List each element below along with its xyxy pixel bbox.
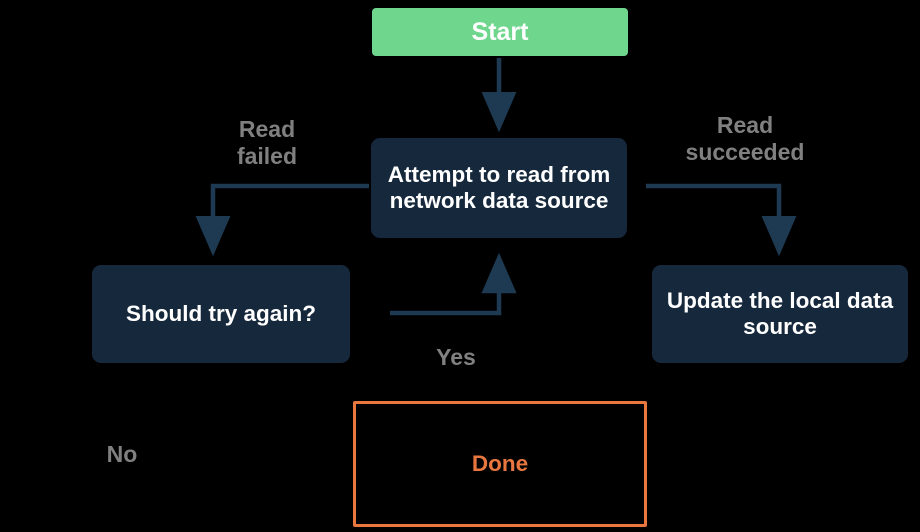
edge-label-read-failed: Read failed xyxy=(236,116,298,169)
edge-label-read-succeeded: Read succeeded xyxy=(685,112,805,165)
edge-attempt-to-update xyxy=(646,183,797,257)
edge-label-no: No xyxy=(106,441,138,467)
edge-retry-yes-to-attempt xyxy=(390,252,517,316)
node-start[interactable]: Start xyxy=(372,8,628,56)
edge-label-yes: Yes xyxy=(436,344,476,370)
node-should-try-again[interactable]: Should try again? xyxy=(92,265,350,363)
node-attempt-to-read[interactable]: Attempt to read from network data source xyxy=(371,138,627,238)
node-done[interactable]: Done xyxy=(353,401,647,527)
node-update-local-data-source[interactable]: Update the local data source xyxy=(652,265,908,363)
edge-attempt-to-retry xyxy=(195,183,369,257)
